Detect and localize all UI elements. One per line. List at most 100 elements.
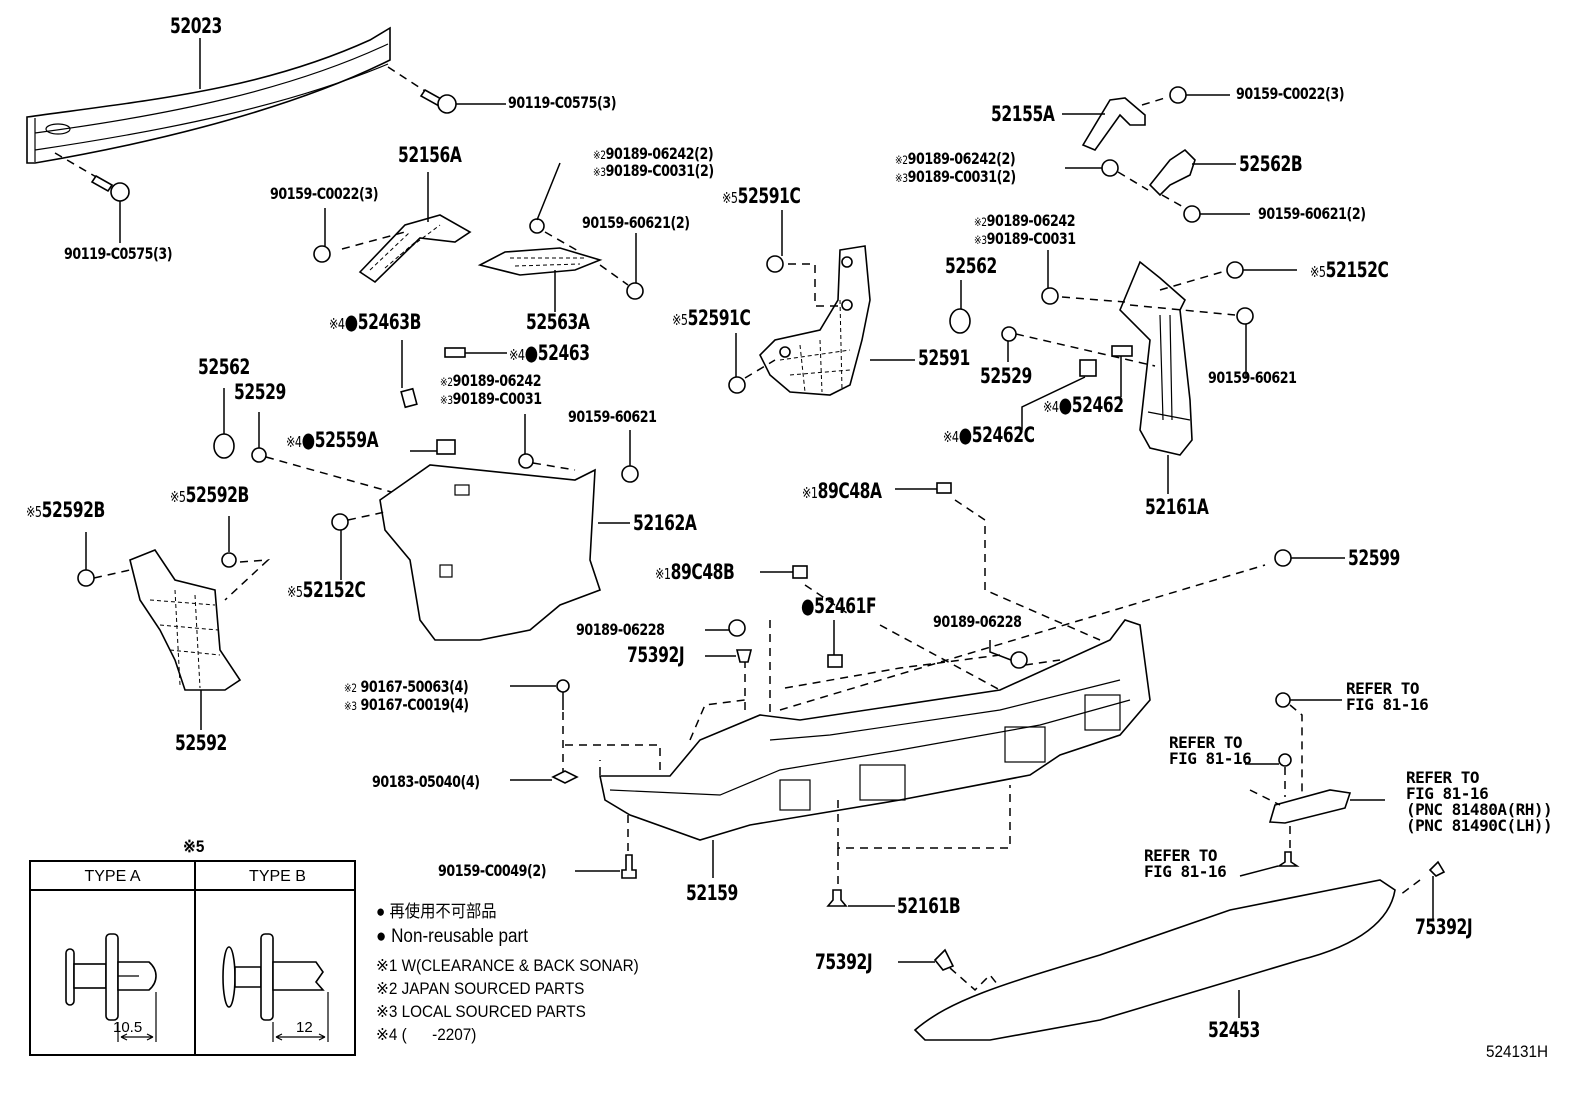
part-label-90159-60621-a[interactable]: 90159-60621(2) (582, 213, 690, 232)
pad-52462C (1021, 359, 1097, 430)
part-label-90159-C0049[interactable]: 90159-C0049(2) (438, 861, 547, 880)
clip-52529-left (251, 412, 421, 501)
part-label-52591C-lower[interactable]: ※552591C (672, 306, 751, 330)
bracket-52591 (728, 210, 915, 396)
bolt-90119-right (387, 66, 506, 114)
refer-to-label-1[interactable]: REFER TO FIG 81-16 (1346, 679, 1429, 714)
part-label-90119-left[interactable]: 90119-C0575(3) (64, 244, 173, 263)
pad-52462 (1111, 345, 1133, 397)
side-panel-52162A (331, 414, 639, 641)
part-label-90189-06242-c[interactable]: ※290189-06242 (974, 211, 1076, 230)
part-label-52562B[interactable]: 52562B (1239, 152, 1303, 176)
legend-nonreusable-japanese: ● 再使用不可部品 (376, 902, 497, 921)
clip-type-b-dimension: 12 (296, 1019, 313, 1036)
clip-type-a-dimension: 10.5 (113, 1019, 143, 1036)
refer-to-label-3[interactable]: REFER TO FIG 81-16 (1144, 846, 1227, 881)
part-label-90159-60621-d[interactable]: 90159-60621 (568, 407, 657, 426)
clip-type-b-icon (222, 933, 329, 1042)
bolt-90119-left (54, 152, 130, 243)
part-label-52159[interactable]: 52159 (686, 881, 738, 905)
part-label-90159-60621-b[interactable]: 90159-60621(2) (1258, 204, 1366, 223)
part-label-52152C-left[interactable]: ※552152C (287, 578, 366, 602)
part-label-52559A[interactable]: ※4●52559A (286, 428, 379, 452)
part-label-52453[interactable]: 52453 (1208, 1018, 1260, 1042)
part-label-75392J-left[interactable]: 75392J (815, 950, 873, 974)
note-mark: ※2 (593, 148, 606, 162)
part-label-52563A[interactable]: 52563A (526, 310, 590, 334)
bracket-52562B (1065, 148, 1250, 223)
clip-type-table: TYPE A TYPE B 10.5 12 (29, 860, 356, 1056)
refer-to-label-2[interactable]: REFER TO FIG 81-16 (1169, 733, 1252, 768)
part-label-52463[interactable]: ※4●52463 (509, 341, 590, 365)
figure-id: 524131H (1486, 1042, 1549, 1061)
part-label-75392J-top[interactable]: 75392J (627, 643, 685, 667)
clip-52529-right (1001, 326, 1156, 367)
part-label-52592B-left[interactable]: ※552592B (26, 498, 105, 522)
part-label-75392J-right[interactable]: 75392J (1415, 915, 1473, 939)
part-label-90189-C0031-c[interactable]: ※390189-C0031 (974, 229, 1076, 248)
part-label-90189-06242-a[interactable]: ※290189-06242(2) (593, 144, 714, 163)
part-label-90189-C0031-a[interactable]: ※390189-C0031(2) (593, 161, 714, 180)
part-label-90189-C0031-b[interactable]: ※390189-C0031(2) (895, 167, 1016, 186)
legend-note-2: ※2 JAPAN SOURCED PARTS (376, 979, 585, 998)
part-label-52599[interactable]: 52599 (1348, 546, 1400, 570)
rear-bumper-cover-52159 (565, 499, 1266, 890)
part-label-52591[interactable]: 52591 (918, 346, 970, 370)
reflector-assembly (1239, 692, 1385, 877)
clip-type-a-icon (65, 933, 157, 1042)
part-label-90159-C0022-left[interactable]: 90159-C0022(3) (270, 184, 379, 203)
part-label-90119-right[interactable]: 90119-C0575(3) (508, 93, 617, 112)
part-label-89C48B[interactable]: ※189C48B (655, 560, 735, 584)
part-label-52592[interactable]: 52592 (175, 731, 227, 755)
part-label-52562-left[interactable]: 52562 (198, 355, 250, 379)
part-label-52152C-right[interactable]: ※552152C (1310, 258, 1389, 282)
pad-52463 (444, 347, 507, 358)
part-label-90159-C0022-right[interactable]: 90159-C0022(3) (1236, 84, 1345, 103)
part-label-90189-C0031-d[interactable]: ※390189-C0031 (440, 389, 542, 408)
bracket-52156A (313, 172, 472, 284)
part-label-90183-05040[interactable]: 90183-05040(4) (372, 772, 480, 791)
legend-nonreusable-english: ● Non-reusable part (376, 926, 528, 947)
part-label-52462C[interactable]: ※4●52462C (943, 423, 1035, 447)
part-label-52156A[interactable]: 52156A (398, 143, 462, 167)
part-label-90189-06228-right[interactable]: 90189-06228 (933, 612, 1022, 631)
grommet-52562-right (949, 280, 971, 334)
part-label-52529-left[interactable]: 52529 (234, 380, 286, 404)
part-label-52155A[interactable]: 52155A (991, 102, 1055, 126)
part-label-90189-06242-b[interactable]: ※290189-06242(2) (895, 149, 1016, 168)
bumper-fasteners (510, 482, 1345, 907)
part-label-90189-06242-d[interactable]: ※290189-06242 (440, 371, 542, 390)
bracket-52563A (477, 162, 644, 312)
reinforcement-beam-52023 (26, 26, 391, 164)
part-label-90189-06228-left[interactable]: 90189-06228 (576, 620, 665, 639)
part-label-90159-60621-c[interactable]: 90159-60621 (1208, 368, 1297, 387)
lower-garnish-52453 (898, 860, 1446, 1041)
part-label-52463B[interactable]: ※4●52463B (329, 310, 421, 334)
legend-note-1: ※1 W(CLEARANCE & BACK SONAR) (376, 956, 639, 975)
part-label-52529-right[interactable]: 52529 (980, 364, 1032, 388)
part-label-90167-50063[interactable]: ※2 90167-50063(4) (344, 677, 469, 696)
part-label-52023[interactable]: 52023 (170, 14, 222, 38)
part-label-89C48A[interactable]: ※189C48A (802, 479, 882, 503)
legend-note-4: ※4 ( -2207) (376, 1025, 477, 1044)
part-label-52592B-right[interactable]: ※552592B (170, 483, 249, 507)
pad-52559A (410, 439, 456, 455)
pad-52463B (400, 340, 418, 409)
clip-drawings (65, 933, 329, 1042)
bracket-52161A (1041, 250, 1297, 494)
part-label-52161A[interactable]: 52161A (1145, 495, 1209, 519)
note-mark: ※3 (593, 165, 606, 179)
part-label-90167-C0019[interactable]: ※3 90167-C0019(4) (344, 695, 469, 714)
part-label-52161B[interactable]: 52161B (897, 894, 961, 918)
legend-note-3: ※3 LOCAL SOURCED PARTS (376, 1002, 586, 1021)
clip-type-b-header: TYPE B (249, 868, 306, 885)
part-label-52461F[interactable]: ●52461F (801, 594, 877, 618)
clip-type-a-header: TYPE A (84, 868, 141, 885)
part-label-52162A[interactable]: 52162A (633, 511, 697, 535)
part-label-52562-right[interactable]: 52562 (945, 254, 997, 278)
refer-to-label-reflector[interactable]: REFER TO FIG 81-16 (PNC 81480A(RH)) (PNC… (1406, 768, 1553, 835)
part-label-52462[interactable]: ※4●52462 (1043, 393, 1124, 417)
grommet-52562-left (213, 388, 235, 459)
part-label-52591C-upper[interactable]: ※552591C (722, 184, 801, 208)
